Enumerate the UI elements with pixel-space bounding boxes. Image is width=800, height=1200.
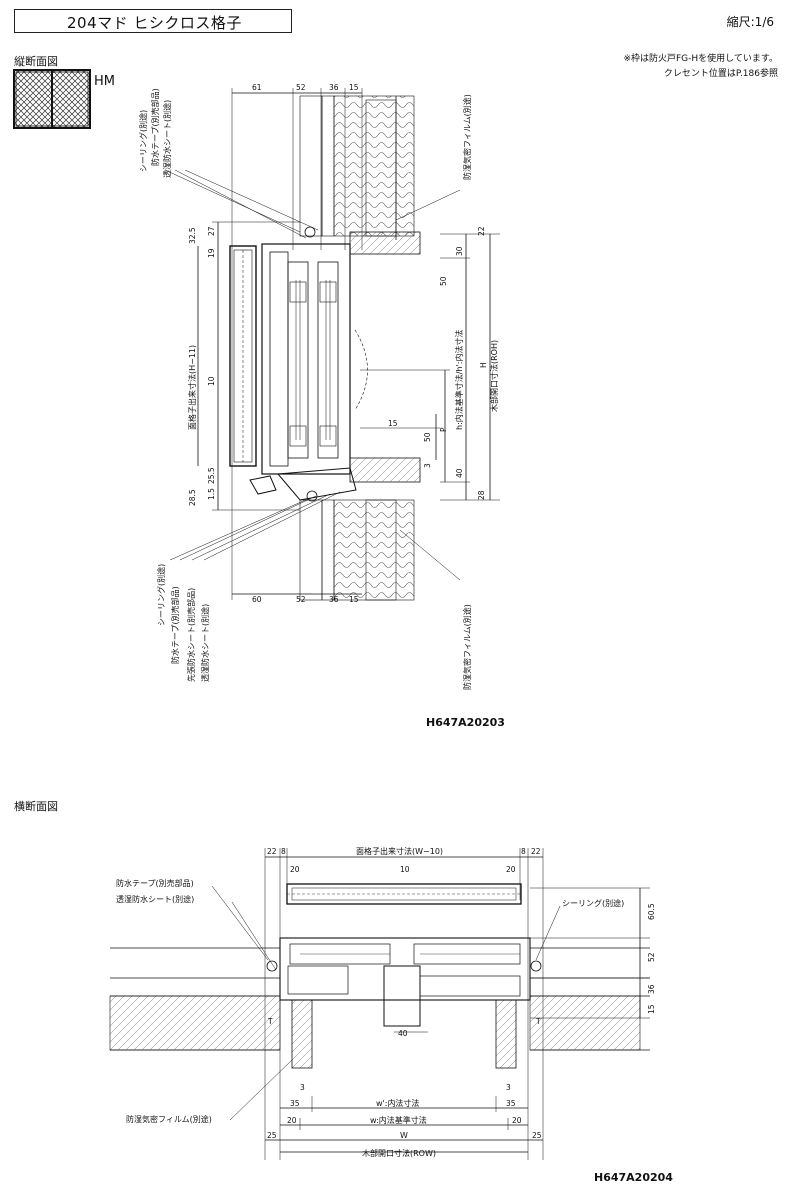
vertical-section-code: H647A20203 <box>426 716 505 729</box>
callout-breathable-sheet-h: 透湿防水シート(別途) <box>116 894 194 904</box>
dim-label: 25.5 <box>207 467 216 484</box>
vertical-top-dims: 61 52 36 15 <box>252 83 359 92</box>
dim-label: 30 <box>455 246 464 256</box>
vertical-right-dims: 22 30 50 15 50 3 40 28 P H h:内法基準寸法/h':内… <box>388 226 499 500</box>
horizontal-section-code: H647A20204 <box>594 1171 673 1184</box>
dim-label: 20 <box>287 1116 297 1125</box>
callout-waterproof-tape-h: 防水テープ(別売部品) <box>116 878 194 888</box>
horizontal-top-dims: 面格子出来寸法(W−10) 22 8 8 22 20 10 20 <box>267 846 541 874</box>
title-box: 204マド ヒシクロス格子 <box>14 9 292 33</box>
callout-pre-sheet-bottom: 先張防水シート(別売部品) <box>186 588 196 682</box>
dim-label: 8 <box>521 847 526 856</box>
dim-label: 10 <box>400 865 410 874</box>
dim-label: 36 <box>329 83 339 92</box>
dim-label: 15 <box>388 419 398 428</box>
vertical-callouts-top: シーリング(別途) 防水テープ(別売部品) 透湿防水シート(別途) 防湿気密フィ… <box>138 88 472 180</box>
dim-label: 28 <box>477 490 486 500</box>
dim-label: 15 <box>349 83 359 92</box>
dim-label: 15 <box>647 1004 656 1014</box>
dim-label: 52 <box>296 595 306 604</box>
horizontal-mid-dims: 40 T T 3 3 <box>267 1017 541 1092</box>
dim-label: 52 <box>296 83 306 92</box>
dim-letter-p: P <box>439 427 448 432</box>
dim-label: 40 <box>455 468 464 478</box>
dim-label: 22 <box>531 847 541 856</box>
callout-sealing-bottom: シーリング(別途) <box>156 564 166 626</box>
note-fire-door: ※枠は防火戸FG-Hを使用しています。 <box>623 54 778 64</box>
note-crescent: クレセント位置はP.186参照 <box>663 69 778 79</box>
dim-label: 40 <box>398 1029 408 1038</box>
vertical-left-dims: 32.5 27 19 10 25.5 1.5 28.5 面格子出来寸法(H−11… <box>187 226 216 506</box>
callout-sealing-h: シーリング(別途) <box>562 898 624 908</box>
callout-vapor-film-h: 防湿気密フィルム(別途) <box>126 1114 212 1124</box>
dim-text-inner-w: w:内法基準寸法 <box>370 1115 427 1125</box>
horizontal-section-label: 横断面図 <box>14 800 58 813</box>
callout-breathable-sheet-bottom: 透湿防水シート(別途) <box>200 604 210 682</box>
dim-label: 1.5 <box>207 488 216 500</box>
horizontal-right-dims: 60.5 52 36 15 <box>647 903 656 1014</box>
dim-label: 27 <box>207 226 216 236</box>
callout-vapor-film-bottom: 防湿気密フィルム(別途) <box>462 604 472 690</box>
dim-text-grille-height: 面格子出来寸法(H−11) <box>187 345 197 430</box>
dim-label: 20 <box>506 865 516 874</box>
dim-text-inner-w-prime: w':内法寸法 <box>376 1098 419 1108</box>
vertical-section-label: 縦断面図 <box>14 55 58 68</box>
dim-label: 52 <box>647 952 656 962</box>
dim-label: 15 <box>349 595 359 604</box>
dim-label: 50 <box>439 276 448 286</box>
dim-label: 3 <box>506 1083 511 1092</box>
dim-label: 50 <box>423 432 432 442</box>
dim-text-roh: 木部開口寸法(ROH) <box>489 340 499 412</box>
dim-label: 28.5 <box>188 489 197 506</box>
notes: ※枠は防火戸FG-Hを使用しています。 クレセント位置はP.186参照 <box>623 52 778 82</box>
dim-label: 19 <box>207 248 216 258</box>
callout-breathable-sheet-top: 透湿防水シート(別途) <box>162 100 172 178</box>
horizontal-callouts: 防水テープ(別売部品) 透湿防水シート(別途) シーリング(別途) 防湿気密フィ… <box>116 878 624 1124</box>
dim-letter-t-left: T <box>267 1017 273 1026</box>
dim-label: 25 <box>267 1131 277 1140</box>
callout-waterproof-tape-bottom: 防水テープ(別売部品) <box>170 586 180 664</box>
dim-label: 20 <box>512 1116 522 1125</box>
dim-text-grille-width: 面格子出来寸法(W−10) <box>356 846 443 856</box>
vertical-section-drawing <box>164 88 500 601</box>
horizontal-bottom-dims: 35 w':内法寸法 35 20 w:内法基準寸法 20 25 W 25 木部開… <box>267 1098 542 1158</box>
dim-label: 8 <box>281 847 286 856</box>
dim-label: 22 <box>477 226 486 236</box>
dim-label: 10 <box>207 376 216 386</box>
dim-label: 32.5 <box>188 227 197 244</box>
dim-label: 25 <box>532 1131 542 1140</box>
dim-label: 60.5 <box>647 903 656 920</box>
dim-label: 36 <box>329 595 339 604</box>
dim-label: 35 <box>506 1099 516 1108</box>
dim-label: 61 <box>252 83 262 92</box>
dim-label: 3 <box>423 463 432 468</box>
hm-label: HM <box>94 74 115 89</box>
dim-label: 35 <box>290 1099 300 1108</box>
dim-text-row: 木部開口寸法(ROW) <box>362 1148 436 1158</box>
hm-lattice-icon <box>13 69 91 129</box>
scale-label: 縮尺:1/6 <box>726 15 774 29</box>
callout-waterproof-tape-top: 防水テープ(別売部品) <box>150 88 160 166</box>
dim-text-inner: h:内法基準寸法/h':内法寸法 <box>454 330 464 430</box>
vertical-bottom-dims: 60 52 36 15 <box>252 595 359 604</box>
dim-letter-h: H <box>479 362 488 368</box>
dim-label: 3 <box>300 1083 305 1092</box>
dim-label: 60 <box>252 595 262 604</box>
callout-vapor-film-top: 防湿気密フィルム(別途) <box>462 94 472 180</box>
dim-label: 36 <box>647 984 656 994</box>
callout-sealing-top: シーリング(別途) <box>138 110 148 172</box>
dim-label: 20 <box>290 865 300 874</box>
dim-text-w: W <box>400 1131 408 1140</box>
page-title: 204マド ヒシクロス格子 <box>67 14 242 32</box>
dim-letter-t-right: T <box>535 1017 541 1026</box>
horizontal-section-drawing <box>109 848 650 1160</box>
dim-label: 22 <box>267 847 277 856</box>
vertical-callouts-bottom: シーリング(別途) 防水テープ(別売部品) 先張防水シート(別売部品) 透湿防水… <box>156 564 472 690</box>
